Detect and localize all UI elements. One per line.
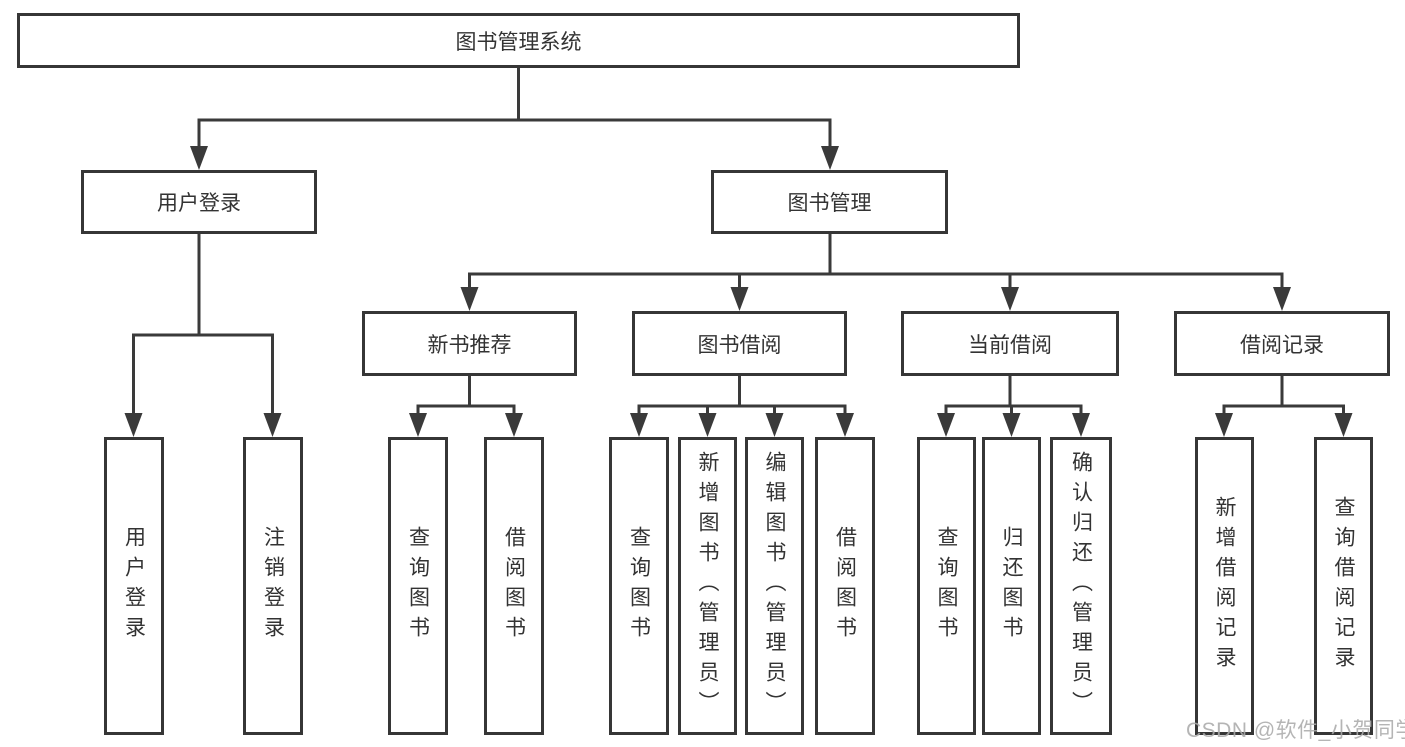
leaf-label: 查询图书 [935, 526, 958, 646]
arrow-down-icons [124, 146, 1353, 437]
leaf-box-logout: 注销登录 [243, 437, 303, 735]
leaf-label: 编辑图书（管理员） [763, 451, 786, 721]
connector-lines [132, 68, 1345, 416]
leaf-box-query-books-1: 查询图书 [388, 437, 448, 735]
node-label-book-mgmt: 图书管理 [787, 192, 872, 215]
csdn-watermark: CSDN @软件_小贺同学 [1186, 719, 1405, 742]
leaf-box-query-books-3: 查询图书 [917, 437, 976, 735]
leaf-box-user-login: 用户登录 [104, 437, 164, 735]
leaf-label: 新增借阅记录 [1213, 496, 1236, 676]
leaf-box-borrow-books-1: 借阅图书 [484, 437, 544, 735]
leaf-label: 用户登录 [122, 526, 146, 646]
node-box-root: 图书管理系统 [17, 13, 1020, 68]
node-box-book-borrow: 图书借阅 [632, 311, 847, 376]
leaf-label: 确认归还（管理员） [1069, 451, 1093, 721]
leaf-label: 注销登录 [261, 526, 285, 646]
leaf-box-return-books: 归还图书 [982, 437, 1041, 735]
leaf-box-query-books-2: 查询图书 [609, 437, 669, 735]
leaf-label: 查询图书 [406, 526, 430, 646]
node-label-current-borrow: 当前借阅 [968, 333, 1052, 357]
leaf-label: 查询借阅记录 [1332, 496, 1355, 676]
leaf-label: 归还图书 [1000, 526, 1023, 646]
leaf-box-add-borrow-record: 新增借阅记录 [1195, 437, 1254, 735]
node-box-borrow-records: 借阅记录 [1174, 311, 1390, 376]
node-box-new-book-rec: 新书推荐 [362, 311, 577, 376]
leaf-label: 新增图书（管理员） [696, 451, 719, 721]
leaf-label: 借阅图书 [502, 526, 526, 646]
leaf-label: 查询图书 [627, 526, 651, 646]
leaf-box-query-borrow-record: 查询借阅记录 [1314, 437, 1373, 735]
leaf-box-add-books-admin: 新增图书（管理员） [678, 437, 737, 735]
node-box-user-login: 用户登录 [81, 170, 317, 234]
node-label-new-book-rec: 新书推荐 [427, 333, 512, 357]
leaf-box-edit-books-admin: 编辑图书（管理员） [745, 437, 804, 735]
node-box-current-borrow: 当前借阅 [901, 311, 1119, 376]
node-box-book-mgmt: 图书管理 [711, 170, 948, 234]
node-label-root: 图书管理系统 [455, 30, 582, 54]
leaf-box-borrow-books-2: 借阅图书 [815, 437, 875, 735]
leaf-box-confirm-return-admin: 确认归还（管理员） [1050, 437, 1112, 735]
node-label-book-borrow: 图书借阅 [697, 333, 782, 357]
node-label-user-login: 用户登录 [157, 192, 241, 215]
node-label-borrow-records: 借阅记录 [1240, 333, 1324, 357]
leaf-label: 借阅图书 [833, 526, 857, 646]
